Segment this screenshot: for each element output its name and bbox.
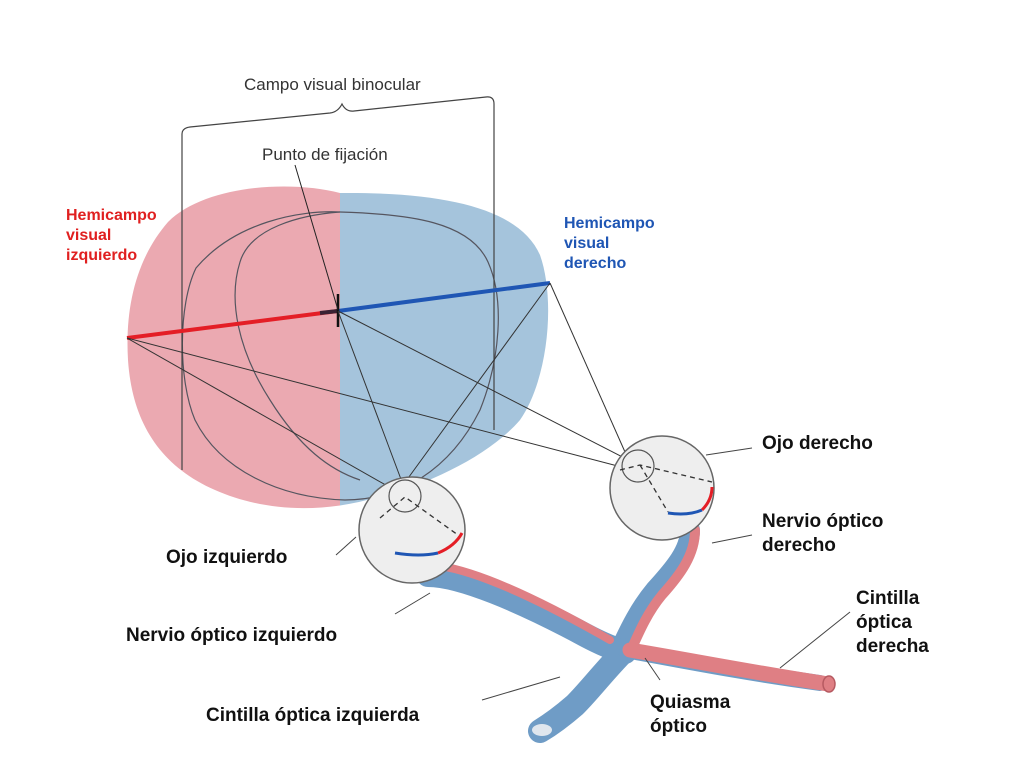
- left-visual-hemifield: [127, 186, 340, 509]
- optic-pathway: [416, 520, 836, 743]
- right-visual-hemifield: [340, 192, 549, 506]
- left-optic-tract-label: Cintilla óptica izquierda: [206, 705, 420, 726]
- left-hemifield-meridian: [126, 309, 339, 340]
- right-eye-label: Ojo derecho: [762, 433, 873, 454]
- right-hemifield-label: Hemicampo visual derecho: [564, 215, 655, 272]
- right-eye-illustration: [609, 435, 715, 541]
- left-hemifield-label: Hemicampo visual izquierdo: [66, 207, 157, 264]
- optic-chiasm-label: Quiasma óptico: [650, 692, 731, 737]
- binocular-field-bracket: [181, 96, 495, 470]
- right-optic-nerve-label: Nervio óptico derecho: [762, 511, 884, 556]
- left-eye-illustration: [358, 476, 466, 584]
- left-optic-tract-end: [530, 722, 554, 738]
- fixation-pointer: [294, 164, 339, 311]
- left-eye-label: Ojo izquierdo: [166, 547, 288, 568]
- fixation-point-label: Punto de fijación: [262, 145, 388, 164]
- left-eye-field-outline: [181, 211, 499, 501]
- projection-lines: [126, 282, 641, 493]
- right-optic-tract-end: [822, 675, 836, 693]
- left-optic-nerve-label: Nervio óptico izquierdo: [126, 625, 338, 646]
- binocular-field-label: Campo visual binocular: [244, 75, 421, 94]
- right-optic-tract-label: Cintilla óptica derecha: [856, 588, 929, 657]
- label-leader-lines: [335, 447, 851, 701]
- right-hemifield-meridian: [337, 281, 551, 313]
- meridian-center-segment: [319, 309, 339, 315]
- right-eye-field-outline: [234, 211, 361, 481]
